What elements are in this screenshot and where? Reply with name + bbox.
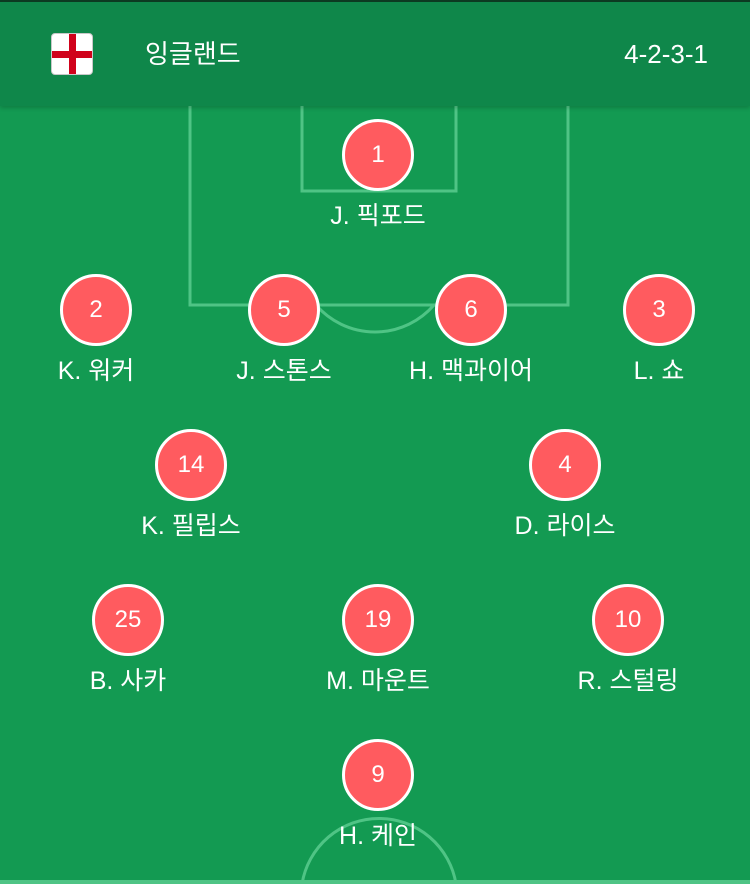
player-card[interactable]: 25 B. 사카 xyxy=(28,584,228,704)
penalty-box xyxy=(188,104,570,307)
player-name: K. 워커 xyxy=(57,357,135,385)
player-name: J. 스톤스 xyxy=(236,357,332,385)
player-card[interactable]: 1 J. 픽포드 xyxy=(278,119,478,239)
player-card[interactable]: 9 H. 케인 xyxy=(278,739,478,859)
team-name: 잉글랜드 xyxy=(145,39,241,69)
player-number-badge: 19 xyxy=(342,584,414,656)
player-number-badge: 2 xyxy=(60,274,132,346)
penalty-arc xyxy=(314,304,436,334)
player-name: H. 케인 xyxy=(339,822,417,850)
center-circle xyxy=(300,816,458,884)
formation-label: 4-2-3-1 xyxy=(624,39,708,69)
player-card[interactable]: 10 R. 스털링 xyxy=(528,584,728,704)
player-name: M. 마운트 xyxy=(326,667,430,695)
player-card[interactable]: 3 L. 쇼 xyxy=(559,274,750,394)
player-number-badge: 10 xyxy=(592,584,664,656)
player-name: B. 사카 xyxy=(89,667,167,695)
player-card[interactable]: 4 D. 라이스 xyxy=(465,429,665,549)
halfway-line xyxy=(0,880,750,884)
player-name: D. 라이스 xyxy=(514,512,616,540)
player-number-badge: 9 xyxy=(342,739,414,811)
player-card[interactable]: 14 K. 필립스 xyxy=(91,429,291,549)
player-number-badge: 3 xyxy=(623,274,695,346)
player-card[interactable]: 5 J. 스톤스 xyxy=(184,274,384,394)
player-card[interactable]: 2 K. 워커 xyxy=(0,274,196,394)
england-flag-icon xyxy=(51,33,93,75)
player-number-badge: 5 xyxy=(248,274,320,346)
player-number-badge: 25 xyxy=(92,584,164,656)
player-name: K. 필립스 xyxy=(141,512,241,540)
player-number-badge: 1 xyxy=(342,119,414,191)
player-number-badge: 4 xyxy=(529,429,601,501)
player-name: H. 맥과이어 xyxy=(409,357,533,385)
goal-box xyxy=(300,104,458,193)
player-name: J. 픽포드 xyxy=(330,202,426,230)
team-header: 잉글랜드 4-2-3-1 xyxy=(0,2,750,106)
top-edge xyxy=(0,0,750,2)
player-number-badge: 6 xyxy=(435,274,507,346)
player-number-badge: 14 xyxy=(155,429,227,501)
player-name: R. 스털링 xyxy=(577,667,679,695)
player-name: L. 쇼 xyxy=(633,357,685,385)
player-card[interactable]: 6 H. 맥과이어 xyxy=(371,274,571,394)
player-card[interactable]: 19 M. 마운트 xyxy=(278,584,478,704)
